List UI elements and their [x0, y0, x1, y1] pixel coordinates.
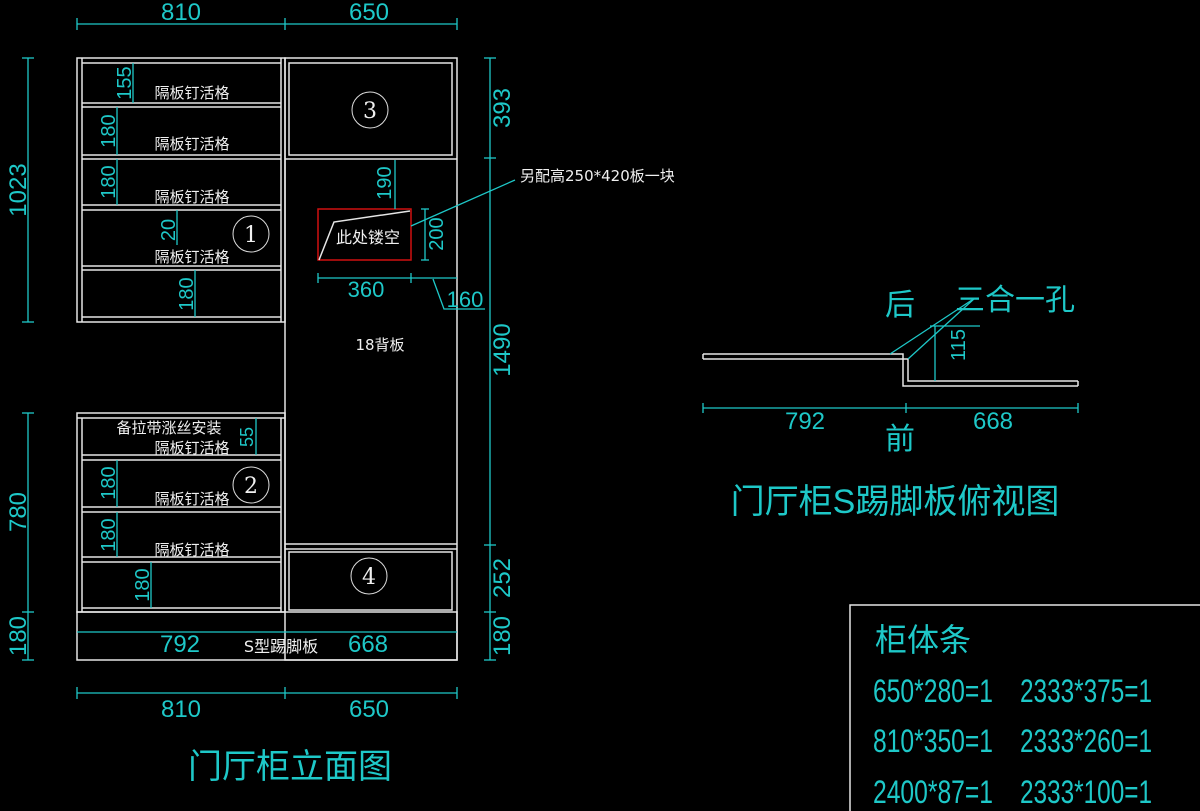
- dim-bottom-left: 810: [161, 696, 201, 723]
- front-label: 前: [885, 423, 915, 456]
- dim-792-top: 792: [785, 408, 825, 435]
- install-note: 备拉带涨丝安装: [116, 419, 221, 437]
- cabinet-strips-table: 柜体条 650*280=1 2333*375=1 810*350=1 2333*…: [849, 604, 1200, 811]
- dim-115: 115: [948, 329, 970, 361]
- shelf-label: 隔板钉活格: [154, 439, 229, 457]
- dim-180: 180: [5, 616, 32, 656]
- left-dimensions: 1023 780 180: [5, 57, 34, 661]
- shelf-label: 隔板钉活格: [154, 248, 229, 266]
- right-dimensions: 393 1490 252 180: [484, 57, 516, 661]
- hole-note: 三合一孔: [955, 284, 1075, 317]
- dim-text: 180: [98, 518, 120, 551]
- dim-200: 200: [426, 217, 448, 250]
- strips-title: 柜体条: [875, 622, 971, 658]
- dim-top-left: 810: [161, 0, 201, 26]
- kickboard-top-view: 115 后 三合一孔 792 668 前 门厅柜S踢脚板俯视图: [702, 284, 1079, 521]
- extra-panel-note: 另配高250*420板一块: [520, 167, 675, 185]
- dim-text: 180: [98, 165, 120, 198]
- dim-text: 55: [237, 427, 257, 447]
- strip-cell: 650*280=1: [873, 673, 993, 709]
- kickboard: 792 S型踢脚板 668: [77, 631, 457, 658]
- dim-bottom-right: 650: [349, 696, 389, 723]
- hollow-area: 此处镂空 190 200 360 160 另配高250*420板一块: [317, 160, 675, 312]
- cabinet-elevation: [76, 57, 458, 661]
- shelf-label: 隔板钉活格: [154, 135, 229, 153]
- dim-text: 180: [176, 277, 198, 310]
- dim-668: 668: [348, 631, 388, 658]
- shelf-label: 隔板钉活格: [154, 188, 229, 206]
- dim-text: 155: [114, 66, 136, 99]
- section-1: 1: [244, 223, 258, 248]
- back-panel-label: 18背板: [355, 336, 404, 354]
- dim-160: 160: [447, 287, 484, 312]
- bottom-dimension: 810 650: [76, 687, 458, 723]
- strip-cell: 2333*375=1: [1020, 673, 1152, 709]
- dim-1490: 1490: [489, 323, 516, 376]
- dim-360: 360: [348, 277, 385, 302]
- dim-180-right: 180: [489, 616, 516, 656]
- section-2: 2: [244, 474, 258, 499]
- elevation-title: 门厅柜立面图: [188, 748, 392, 786]
- shelf-label: 隔板钉活格: [154, 84, 229, 102]
- dim-text: 180: [132, 568, 154, 601]
- strip-cell: 2333*260=1: [1020, 723, 1152, 759]
- dim-190: 190: [374, 166, 396, 199]
- dim-1023: 1023: [5, 163, 32, 216]
- back-label: 后: [885, 289, 915, 322]
- dim-top-right: 650: [349, 0, 389, 26]
- strip-cell: 810*350=1: [873, 723, 993, 759]
- dim-text: 180: [98, 114, 120, 147]
- dim-393: 393: [489, 88, 516, 128]
- dim-792: 792: [160, 631, 200, 658]
- section-3: 3: [363, 99, 377, 124]
- section-4: 4: [362, 565, 376, 590]
- strip-cell: 2400*87=1: [873, 774, 993, 810]
- dim-text: 20: [158, 219, 180, 241]
- dim-668-top: 668: [973, 408, 1013, 435]
- section-markers: 1 2 3 4: [232, 91, 389, 595]
- shelf-labels: 隔板钉活格 隔板钉活格 隔板钉活格 隔板钉活格 备拉带涨丝安装 隔板钉活格 隔板…: [116, 84, 404, 559]
- dim-780: 780: [5, 492, 32, 532]
- strip-cell: 2333*100=1: [1020, 774, 1152, 810]
- hollow-label: 此处镂空: [336, 228, 400, 247]
- top-dimension: 810 650: [76, 0, 458, 30]
- dim-252: 252: [489, 558, 516, 598]
- shelf-label: 隔板钉活格: [154, 490, 229, 508]
- kick-label: S型踢脚板: [244, 637, 318, 656]
- shelf-dimensions: 155 180 180 20 180 55 180 180 180: [98, 63, 257, 608]
- top-view-title: 门厅柜S踢脚板俯视图: [731, 483, 1060, 521]
- dim-text: 180: [98, 466, 120, 499]
- shelf-label: 隔板钉活格: [154, 541, 229, 559]
